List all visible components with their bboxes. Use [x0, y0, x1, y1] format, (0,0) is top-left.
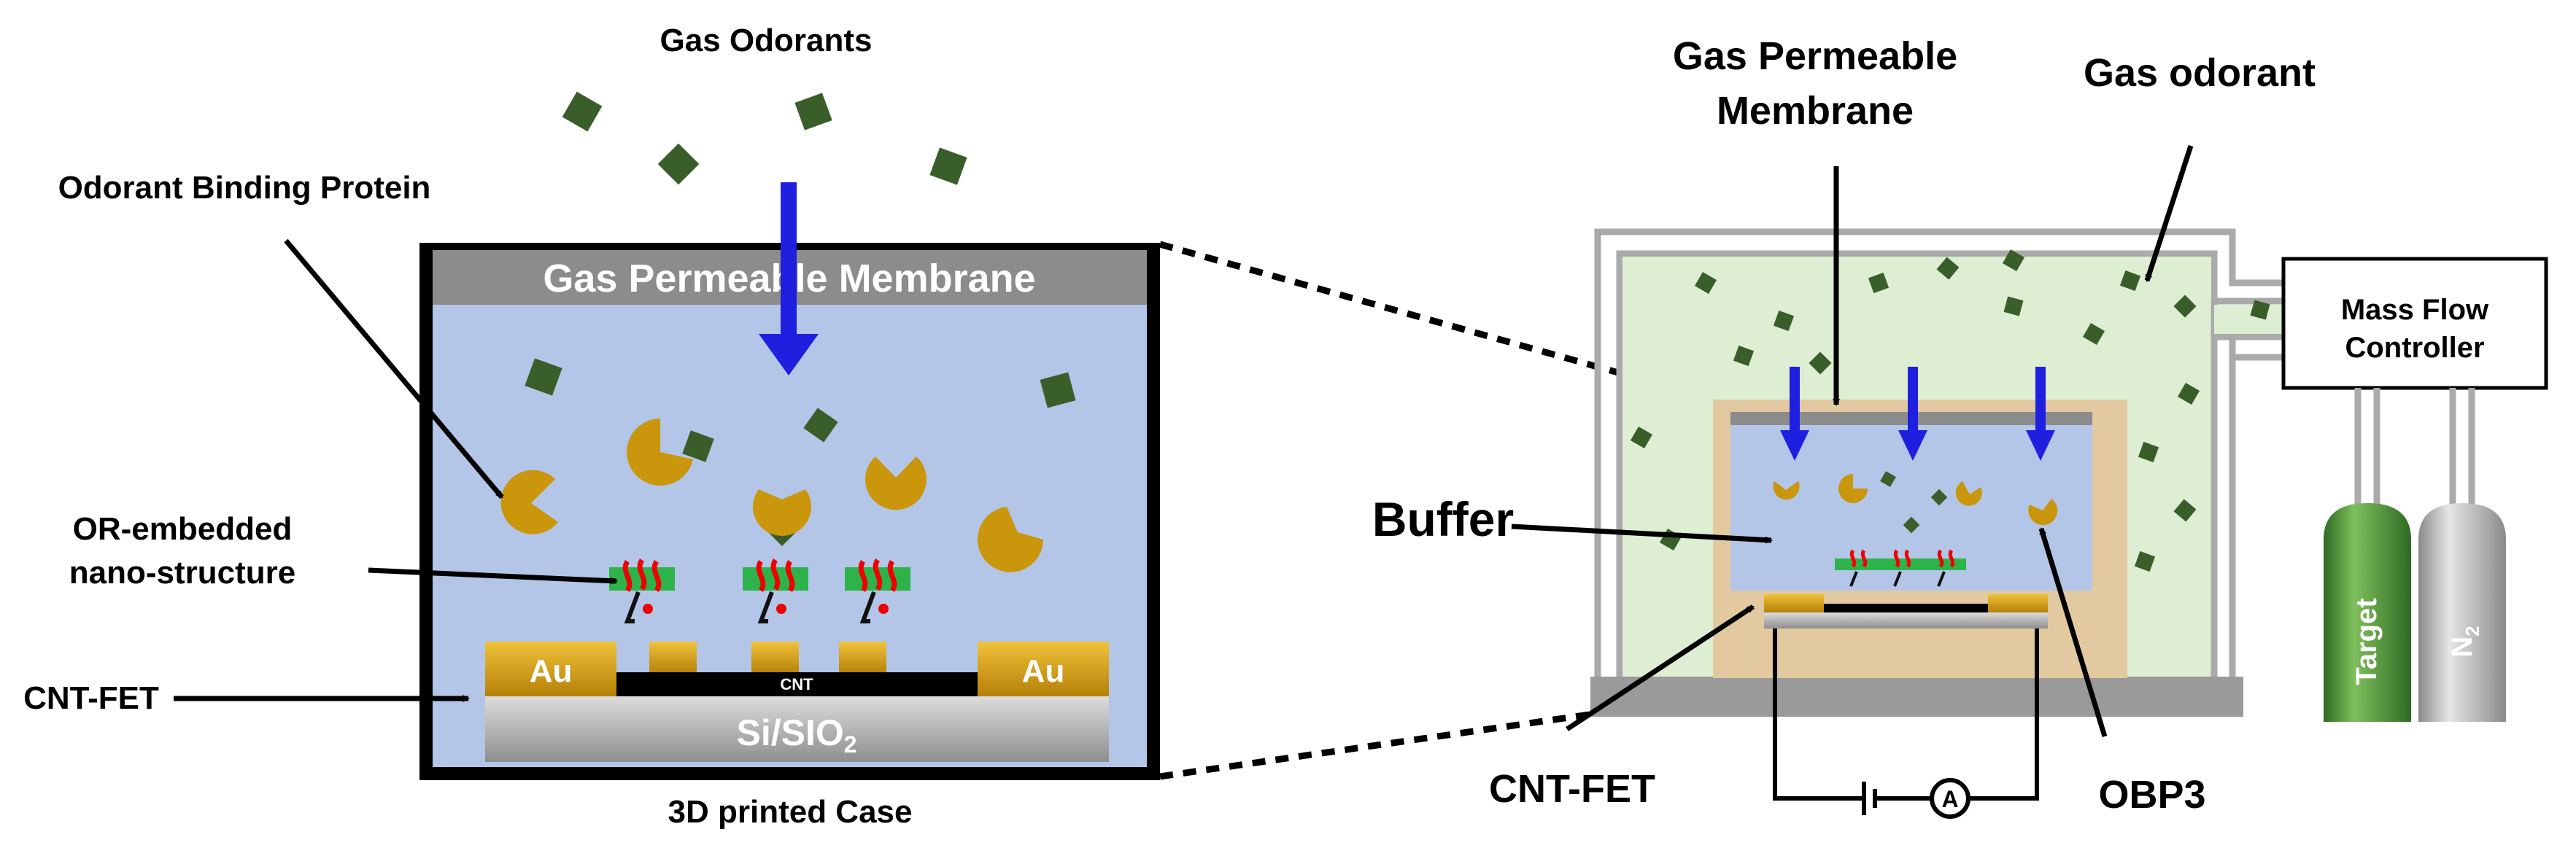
target-gas-cylinder: Target: [2324, 503, 2411, 722]
right-panel: A Mass Flow Controller Target N2 Gas Per…: [1372, 34, 2548, 819]
odorant-molecules-top: [562, 91, 967, 185]
n2-label: N2: [2446, 626, 2483, 657]
chamber-odorants: [1630, 249, 2270, 572]
membrane-label-line2: Membrane: [1717, 89, 1914, 133]
cntfet-label-right: CNT-FET: [1489, 767, 1655, 811]
gas-lines: [2354, 388, 2475, 510]
cnt-label: CNT: [780, 675, 813, 693]
case-label: 3D printed Case: [668, 794, 913, 830]
mass-flow-controller: [2281, 257, 2548, 390]
or-pointer: [368, 567, 618, 585]
si-substrate: [485, 696, 1109, 762]
left-panel: Gas Odorants Gas Permeable Membrane: [23, 23, 1160, 830]
ammeter-symbol: A: [1941, 786, 1958, 812]
obp3-pointer: [2038, 527, 2108, 738]
mfc-line2: Controller: [2345, 332, 2484, 364]
au-label-right: Au: [1022, 653, 1065, 689]
membrane-label-line1: Gas Permeable: [1673, 34, 1957, 78]
gas-odorant-pointer: [2144, 144, 2194, 282]
buffer-pointer: [1511, 524, 1773, 544]
substrate-label: Si/SIO2: [736, 712, 856, 758]
or-label-line2: nano-structure: [69, 555, 295, 591]
right-cnt-fet: [1764, 594, 2048, 629]
obp3-label: OBP3: [2098, 773, 2205, 817]
gas-odorant-label: Gas odorant: [2084, 51, 2316, 95]
right-nanostructures: [1835, 549, 1966, 587]
or-nanostructures: [609, 559, 910, 674]
n2-gas-cylinder: N2: [2418, 503, 2506, 722]
gas-odorants-label: Gas Odorants: [660, 23, 873, 58]
target-label: Target: [2351, 598, 2383, 685]
obp-pointer: [284, 238, 504, 499]
right-proteins: [1773, 474, 2058, 526]
cntfet-pointer-right: [1566, 604, 1755, 731]
right-inner-odorants: [1880, 471, 1948, 534]
obp-label: Odorant Binding Protein: [58, 170, 431, 206]
or-label-line1: OR-embedded: [73, 511, 293, 547]
mfc-line1: Mass Flow: [2341, 294, 2489, 326]
odorant-binding-proteins: [500, 419, 1043, 572]
buffer-label: Buffer: [1372, 492, 1514, 546]
cntfet-label: CNT-FET: [23, 680, 159, 716]
measurement-circuit: [1773, 629, 2039, 819]
cnt-fet-device: Au Au CNT Si/SIO2: [485, 642, 1109, 762]
au-label-left: Au: [530, 653, 573, 689]
cnt-channel: [616, 672, 978, 696]
right-flow-arrows: [1780, 367, 2055, 461]
odorant-flow-arrow: [759, 182, 819, 376]
